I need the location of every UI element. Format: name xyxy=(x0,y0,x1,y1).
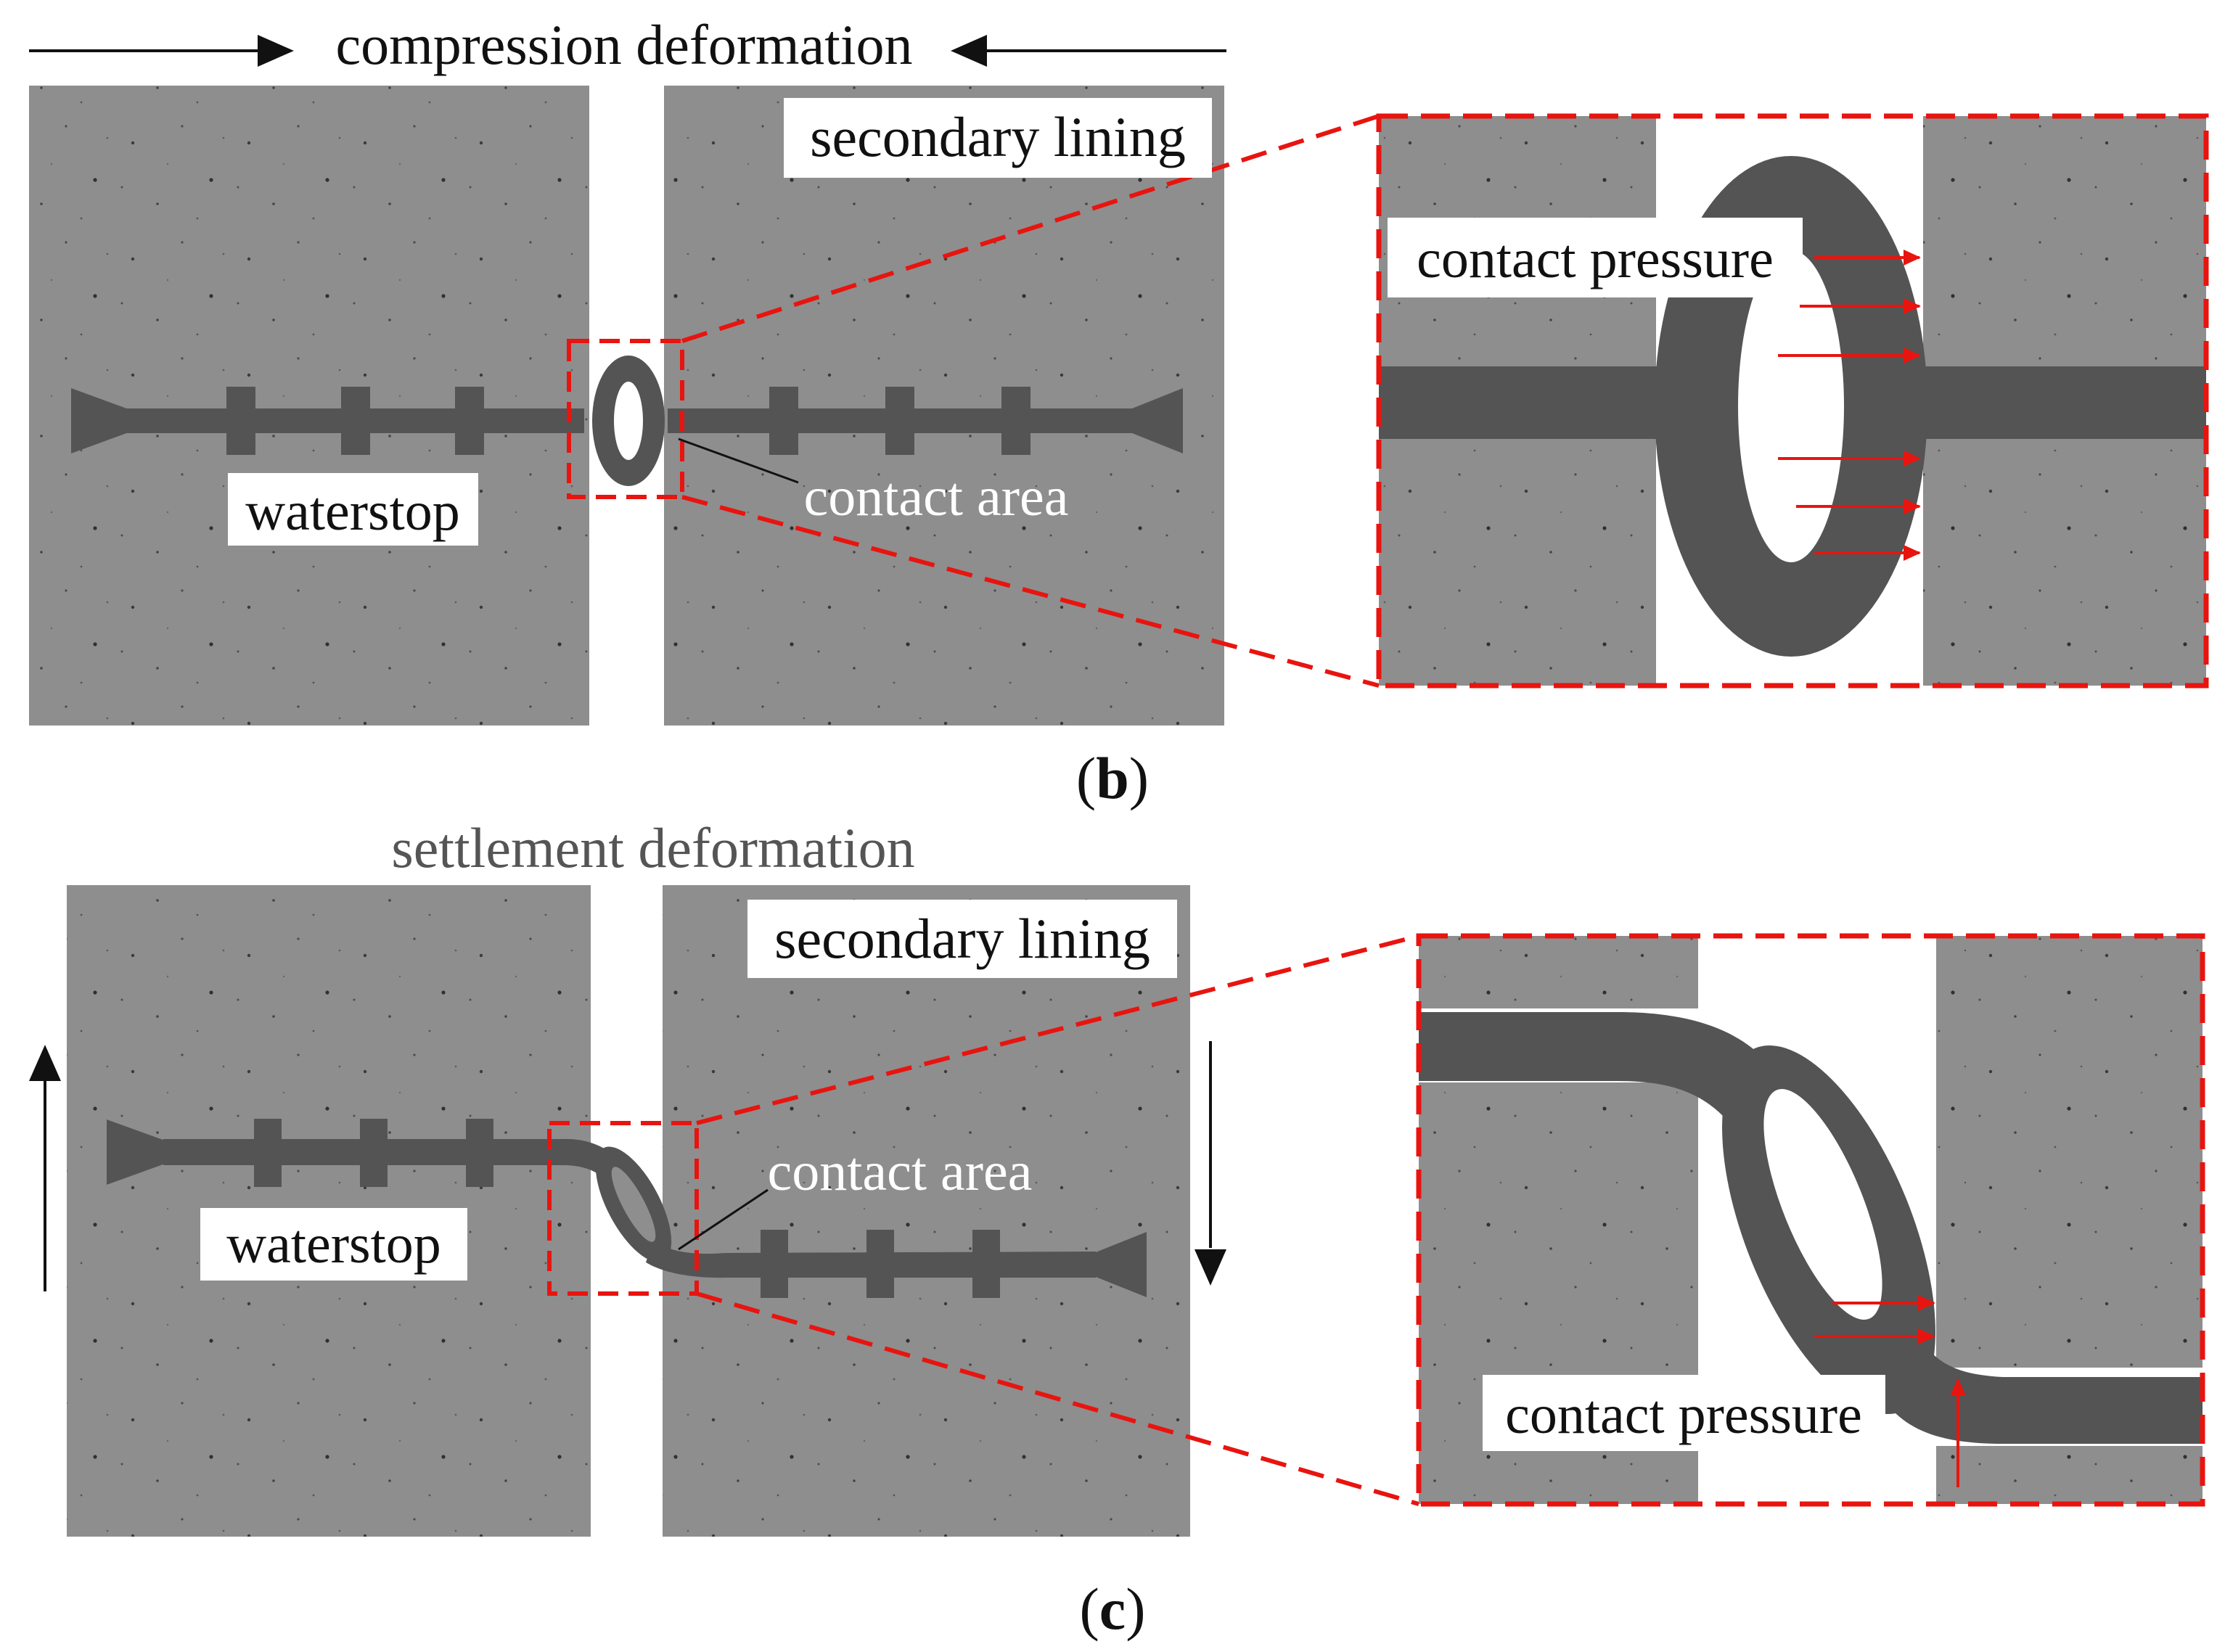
lining-block-left xyxy=(29,86,589,726)
panel-b-title: compression deformation xyxy=(336,13,913,76)
secondary-lining-label-b: secondary lining xyxy=(810,105,1186,168)
settlement-arrow-down-head xyxy=(1195,1249,1226,1286)
inset-lining-right-upper-c xyxy=(1936,936,2203,1368)
contact-zone-highlight-b xyxy=(567,339,684,499)
pressure-arrows-c xyxy=(1814,1295,1966,1487)
compression-arrow-right-head xyxy=(951,35,987,67)
contact-area-leader-c xyxy=(678,1188,769,1251)
contact-pressure-label-b: contact pressure xyxy=(1417,229,1774,289)
inset-bulb-hole-c xyxy=(1763,1089,1882,1320)
contact-area-label-c: contact area xyxy=(768,1141,1033,1202)
panel-c-caption: (c) xyxy=(1079,1576,1145,1642)
inset-waterstop-right-b xyxy=(1887,366,2206,439)
zoom-line-bottom-c xyxy=(696,1291,1419,1506)
waterstop-label-c: waterstop xyxy=(226,1214,441,1275)
waterstop-label-bg-c xyxy=(200,1208,467,1281)
secondary-lining-label-bg-b xyxy=(784,98,1212,178)
waterstop-bulb-hole-b xyxy=(614,382,643,460)
inset-waterstop-left-b xyxy=(1379,366,1669,439)
waterstop-bulb-hole-c xyxy=(611,1167,656,1242)
zoom-line-top-c xyxy=(696,934,1419,1125)
zoom-inset-c: contact pressure xyxy=(1416,933,2205,1507)
panel-b-caption: (b) xyxy=(1076,745,1149,811)
contact-zone-highlight-c xyxy=(547,1121,699,1296)
contact-area-leader-b xyxy=(678,437,799,484)
contact-area-label-b: contact area xyxy=(804,467,1069,527)
waterstop-b xyxy=(71,387,1183,455)
zoom-line-top-b xyxy=(681,114,1380,343)
settlement-arrow-up-head xyxy=(29,1045,61,1081)
lining-block-right xyxy=(664,86,1224,726)
contact-pressure-label-c: contact pressure xyxy=(1505,1384,1862,1445)
panel-b: compression deformation secondary lining… xyxy=(29,13,2209,811)
panel-c: settlement deformation secondary l xyxy=(29,816,2205,1642)
compression-arrow-left-head xyxy=(258,35,294,67)
inset-frame-c xyxy=(1416,933,2205,1507)
waterstop-label-b: waterstop xyxy=(245,481,459,542)
zoom-inset-b: contact pressure xyxy=(1376,113,2209,689)
secondary-lining-label-bg-c xyxy=(747,900,1177,978)
inset-lining-left-upper-c xyxy=(1419,936,1698,1008)
panel-c-title: settlement deformation xyxy=(391,816,914,879)
inset-lining-right-lower-c xyxy=(1936,1446,2203,1504)
waterstop-label-bg-b xyxy=(228,473,478,546)
inset-bulb-hole-b xyxy=(1738,250,1844,562)
inset-frame-b xyxy=(1376,113,2209,689)
contact-pressure-label-bg-b xyxy=(1388,218,1803,297)
secondary-lining-label-c: secondary lining xyxy=(774,907,1150,970)
pressure-arrows-b xyxy=(1778,250,1921,561)
lining-block-right-c xyxy=(663,885,1190,1537)
contact-pressure-label-bg-c xyxy=(1483,1375,1885,1451)
zoom-line-bottom-b xyxy=(681,495,1380,688)
